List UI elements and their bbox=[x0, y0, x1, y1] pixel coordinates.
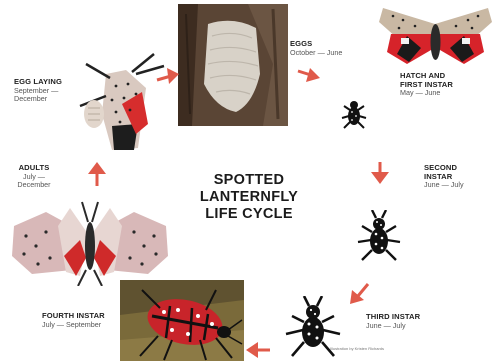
label-fourth-instar: FOURTH INSTAR July — September bbox=[42, 312, 105, 329]
egg-laying-adult-icon bbox=[76, 44, 168, 154]
fourth-dates: July — September bbox=[42, 321, 105, 329]
title-line-2: LANTERNFLY bbox=[190, 189, 308, 206]
egg-laying-dates-line-2: December bbox=[14, 95, 62, 103]
second-instar-nymph-icon bbox=[352, 210, 406, 264]
third-dates: June — July bbox=[366, 322, 420, 330]
second-dates: June — July bbox=[424, 181, 464, 189]
label-adults: ADULTS July — December bbox=[8, 164, 60, 189]
first-instar-nymph-icon bbox=[336, 96, 372, 132]
diagram-title: SPOTTED LANTERNFLY LIFE CYCLE bbox=[190, 172, 308, 223]
label-third-instar: THIRD INSTAR June — July bbox=[366, 313, 420, 330]
title-line-3: LIFE CYCLE bbox=[190, 206, 308, 223]
arrow-second-to-third-icon bbox=[346, 280, 372, 306]
adult-wings-open-photo bbox=[377, 4, 494, 68]
adult-wings-spread-icon bbox=[6, 196, 174, 286]
arrow-egg-laying-to-eggs-icon bbox=[155, 64, 181, 90]
title-line-1: SPOTTED bbox=[190, 172, 308, 189]
adults-dates-line-2: December bbox=[8, 181, 60, 189]
arrow-third-to-fourth-icon bbox=[246, 338, 272, 361]
illustration-credit: Illustration by Kristen Richards bbox=[330, 346, 384, 351]
label-second-instar: SECOND INSTAR June — July bbox=[424, 164, 464, 190]
arrow-hatch-to-second-icon bbox=[367, 160, 393, 186]
arrow-eggs-to-hatch-icon bbox=[296, 62, 322, 88]
label-eggs: EGGS October — June bbox=[290, 40, 342, 57]
hatch-dates: May — June bbox=[400, 89, 453, 97]
egg-mass-photo bbox=[178, 4, 288, 126]
eggs-dates: October — June bbox=[290, 49, 342, 57]
nymph-red-photo bbox=[120, 280, 244, 361]
arrow-adults-to-egg-laying-icon bbox=[84, 162, 110, 188]
label-hatch: HATCH AND FIRST INSTAR May — June bbox=[400, 72, 453, 98]
label-egg-laying: EGG LAYING September — December bbox=[14, 78, 62, 103]
